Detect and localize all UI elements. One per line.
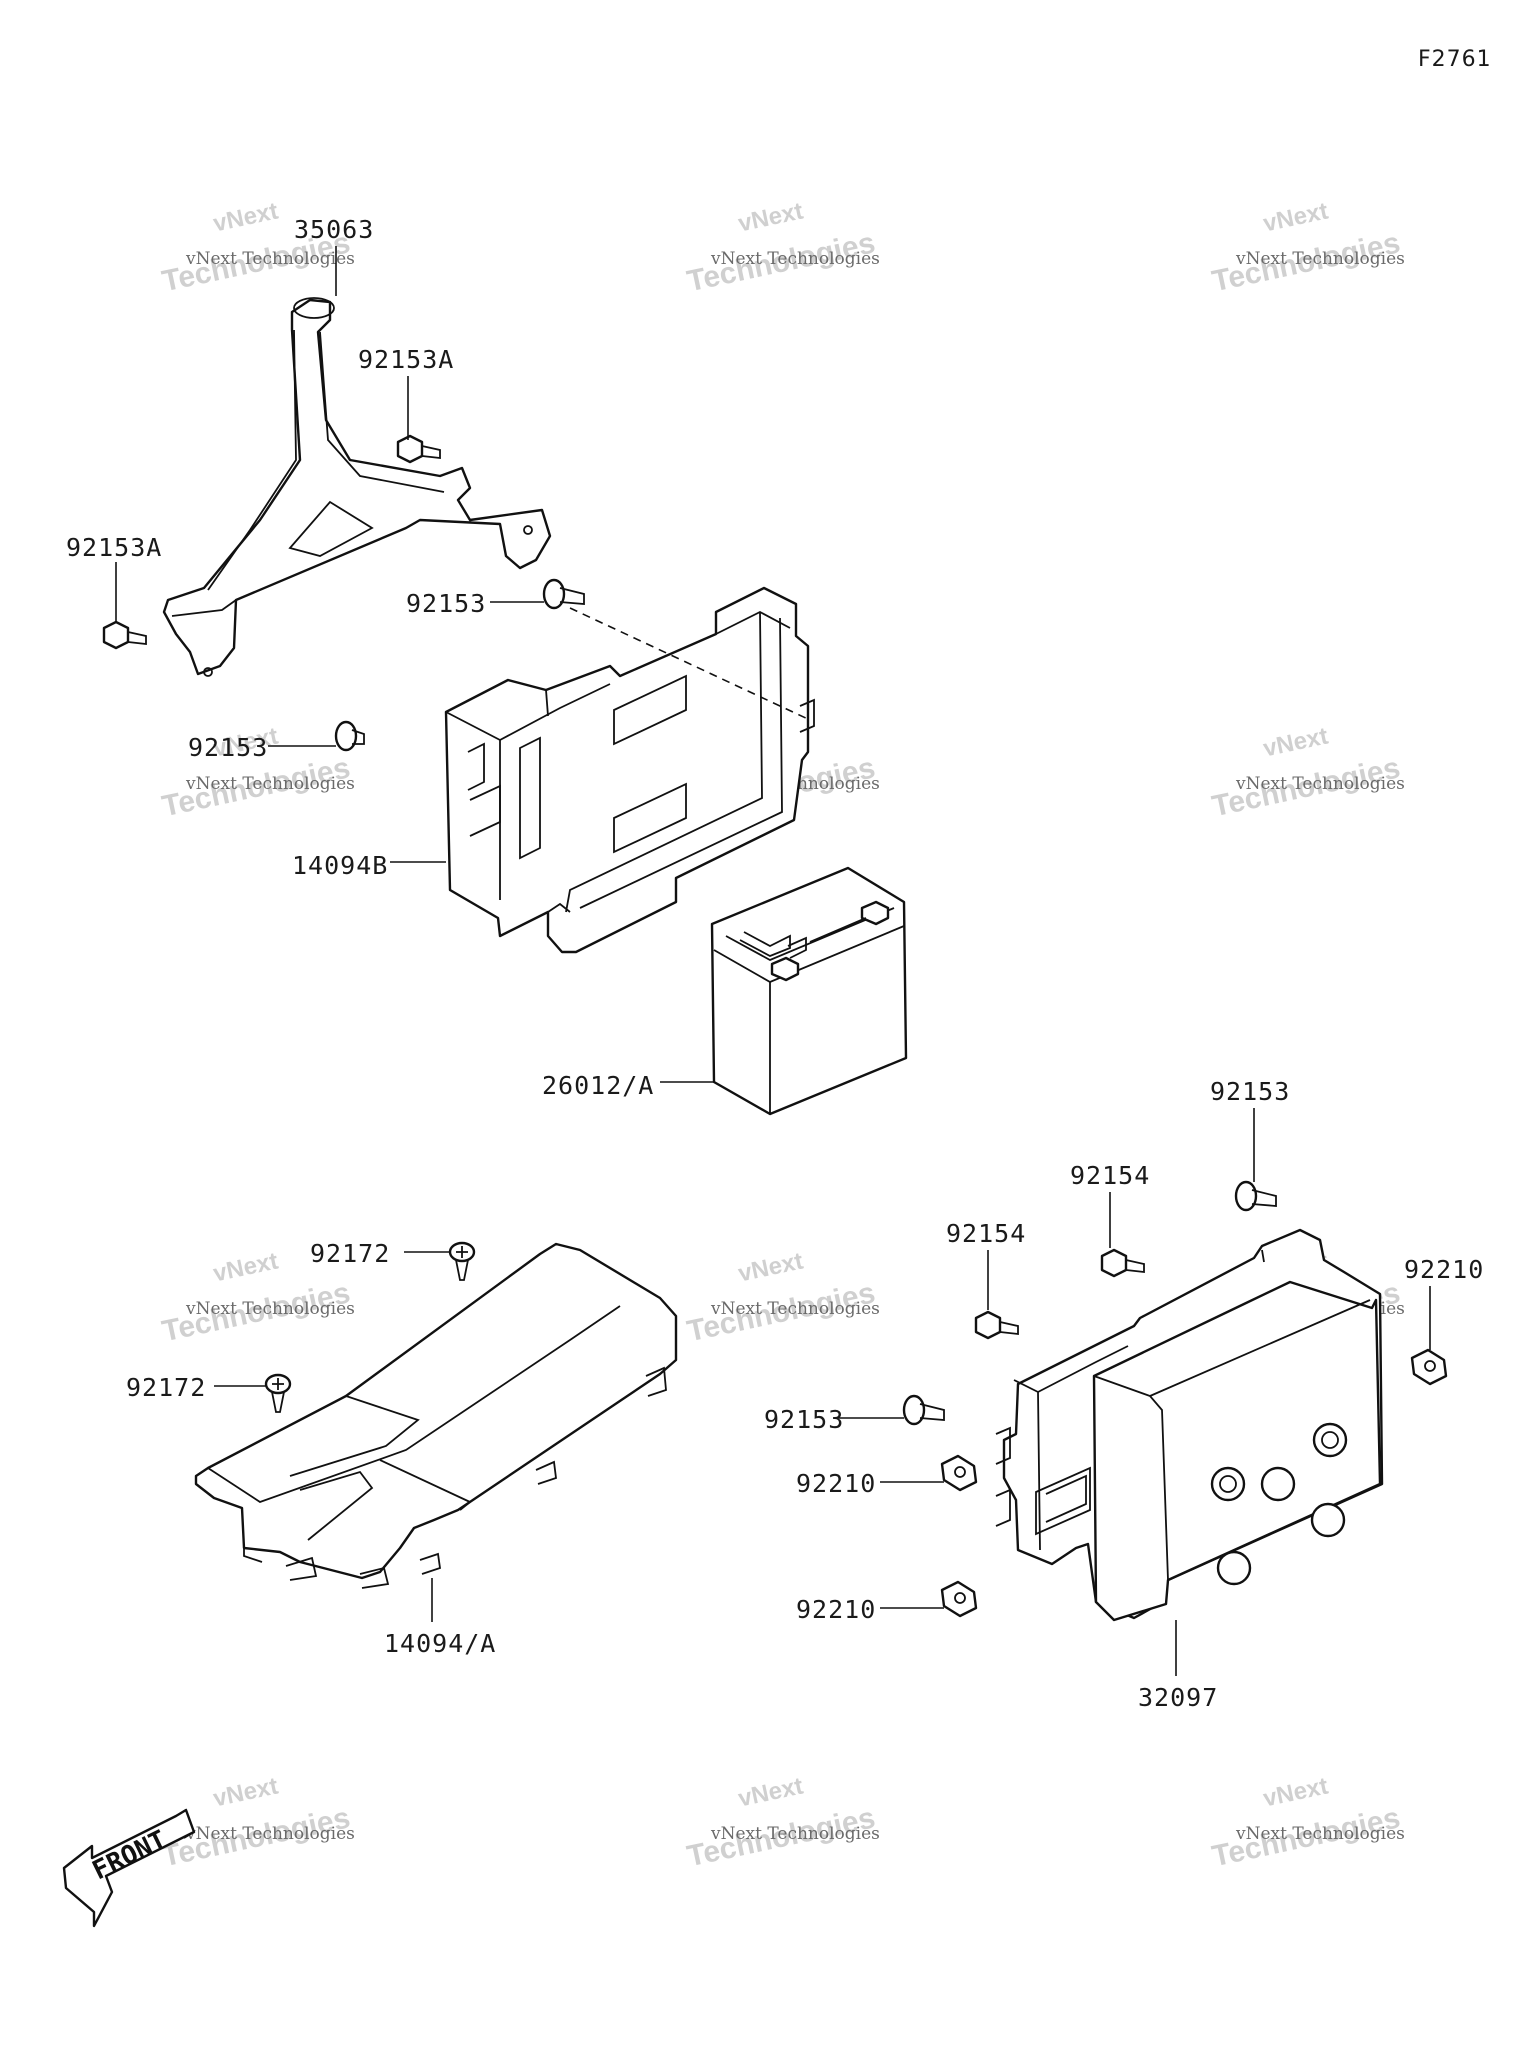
svg-text:vNext Technologies: vNext Technologies [710,249,880,269]
svg-text:vNext: vNext [736,1248,806,1288]
callout-35063[interactable]: 35063 [294,215,374,244]
callout-92153-right-bottom[interactable]: 92153 [764,1405,844,1434]
watermark: Technologies vNext vNext Technologies [684,1248,880,1349]
screw-92172-bottom[interactable] [264,1373,292,1413]
screw-92172-top[interactable] [448,1241,476,1281]
front-label: FRONT [88,1825,172,1886]
svg-text:vNext: vNext [211,1773,281,1813]
svg-text:vNext: vNext [736,1773,806,1813]
svg-text:vNext Technologies: vNext Technologies [710,1824,880,1844]
bracket-35063[interactable] [162,297,552,677]
hidden-line [569,607,811,721]
callout-14094a[interactable]: 14094/A [384,1629,496,1658]
pin-92153-top[interactable] [542,578,585,610]
callout-92153-right-top[interactable]: 92153 [1210,1077,1290,1106]
svg-text:vNext Technologies: vNext Technologies [185,1824,355,1844]
callout-92153-mid[interactable]: 92153 [188,733,268,762]
pin-92153-mid[interactable] [334,720,365,752]
box-32097[interactable] [995,1228,1384,1622]
battery-case-14094b[interactable] [444,586,815,954]
svg-text:vNext: vNext [211,1248,281,1288]
watermark: Technologies vNext vNext Technologies [684,1773,880,1874]
callout-92210-bottom[interactable]: 92210 [796,1595,876,1624]
callout-14094b[interactable]: 14094B [292,851,388,880]
callout-92210-right[interactable]: 92210 [1404,1255,1484,1284]
pin-92153-right-bottom[interactable] [902,1394,945,1426]
callout-92153-top[interactable]: 92153 [406,589,486,618]
watermark: Technologies vNext vNext Technologies [159,198,355,299]
svg-text:vNext: vNext [1261,198,1331,238]
callout-92154-b[interactable]: 92154 [1070,1161,1150,1190]
watermark: Technologies vNext vNext Technologies [1209,1773,1405,1874]
svg-text:vNext: vNext [211,198,281,238]
svg-text:vNext: vNext [1261,1773,1331,1813]
callout-32097[interactable]: 32097 [1138,1683,1218,1712]
bolt-92154-a[interactable] [974,1310,1019,1340]
watermark: Technologies vNext vNext Technologies [1209,198,1405,299]
watermark: Technologies vNext vNext Technologies [1209,723,1405,824]
figure-code: F2761 [1418,47,1492,72]
bolt-92153a-left[interactable] [102,620,147,650]
svg-text:vNext Technologies: vNext Technologies [710,1299,880,1319]
bolt-92154-b[interactable] [1100,1248,1145,1278]
svg-text:vNext Technologies: vNext Technologies [1235,249,1405,269]
svg-text:vNext: vNext [736,198,806,238]
callout-92210-middle[interactable]: 92210 [796,1469,876,1498]
svg-text:vNext: vNext [1261,723,1331,763]
pin-92153-right-top[interactable] [1234,1180,1277,1212]
callout-92153a-top[interactable]: 92153A [358,345,454,374]
callout-26012a[interactable]: 26012/A [542,1071,654,1100]
nut-92210-middle[interactable] [940,1454,978,1492]
bolt-92153a-top[interactable] [396,434,441,464]
battery-26012a[interactable] [710,866,908,1116]
nut-92210-right[interactable] [1410,1348,1448,1386]
callout-92172-bottom[interactable]: 92172 [126,1373,206,1402]
cover-14094a[interactable] [194,1242,678,1589]
callout-92172-top[interactable]: 92172 [310,1239,390,1268]
svg-text:vNext Technologies: vNext Technologies [185,1299,355,1319]
callout-92153a-left[interactable]: 92153A [66,533,162,562]
svg-text:vNext Technologies: vNext Technologies [185,774,355,794]
svg-text:vNext Technologies: vNext Technologies [1235,774,1405,794]
leader-lines [115,246,1431,1676]
watermark: Technologies vNext vNext Technologies [684,198,880,299]
nut-92210-bottom[interactable] [940,1580,978,1618]
svg-text:vNext Technologies: vNext Technologies [185,249,355,269]
svg-text:vNext Technologies: vNext Technologies [1235,1824,1405,1844]
callout-92154-a[interactable]: 92154 [946,1219,1026,1248]
